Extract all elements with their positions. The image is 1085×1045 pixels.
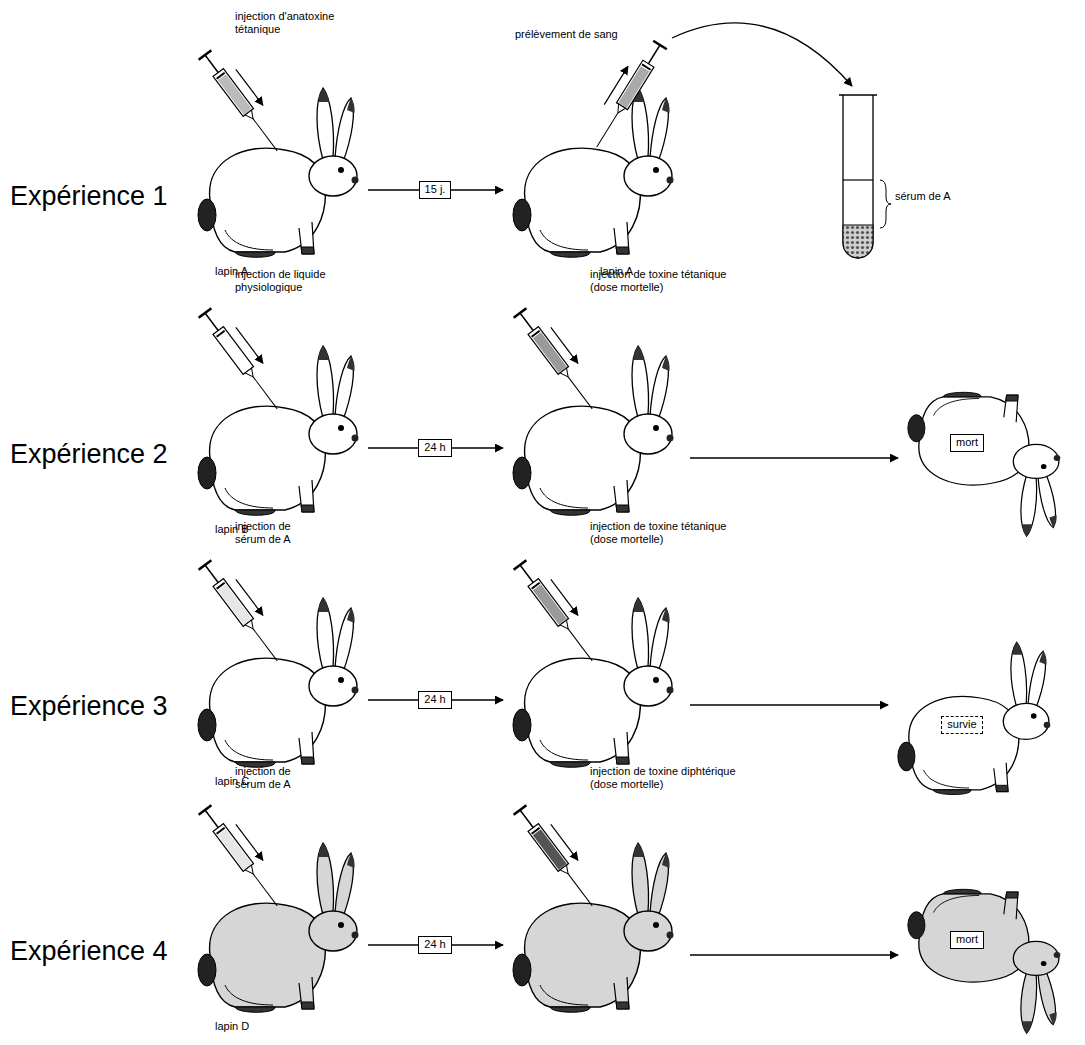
syringe-symbol (199, 555, 290, 665)
rabbit-figure (513, 346, 674, 515)
outcome-box: survie (941, 716, 982, 734)
experiment-title: Expérience 2 (10, 438, 168, 470)
injection-note: injection de toxine tétanique (dose mort… (590, 520, 740, 546)
duration-box: 24 h (418, 691, 451, 709)
duration-box: 24 h (418, 936, 451, 954)
rabbit-label: lapin D (215, 1020, 249, 1033)
outcome-box: mort (950, 931, 984, 949)
rabbit-figure (898, 642, 1050, 794)
result-arrow (690, 954, 898, 955)
dead-rabbit-figure (908, 392, 1060, 536)
injection-note: injection de toxine tétanique (dose mort… (590, 268, 740, 294)
experiment-row (198, 23, 891, 258)
syringe-symbol (199, 45, 290, 155)
tube-label: sérum de A (895, 190, 951, 203)
experiment-title: Expérience 1 (10, 180, 168, 212)
syringe-symbol (514, 555, 605, 665)
rabbit-figure (198, 843, 359, 1012)
rabbit-figure (198, 88, 359, 257)
experiment-row (198, 303, 1060, 536)
injection-note: injection de liquide physiologique (235, 268, 360, 294)
dead-rabbit-figure (908, 889, 1060, 1033)
result-arrow (690, 704, 888, 705)
syringe-symbol (199, 800, 290, 910)
injection-note: injection de toxine diphtérique (dose mo… (590, 765, 740, 791)
box-text: mort (956, 436, 978, 450)
injection-note: injection de sérum de A (235, 765, 315, 791)
injection-note: injection d'anatoxine tétanique (235, 10, 360, 36)
box-text: 15 j. (425, 183, 446, 197)
rabbit-figure (513, 88, 674, 257)
experiment-row (198, 555, 1050, 794)
duration-box: 24 h (418, 439, 451, 457)
outcome-box: mort (950, 434, 984, 452)
box-text: mort (956, 933, 978, 947)
box-text: 24 h (424, 938, 445, 952)
injection-note: injection de sérum de A (235, 520, 315, 546)
transfer-arrow (672, 23, 852, 86)
box-text: survie (947, 718, 976, 732)
syringe-symbol (514, 800, 605, 910)
syringe-symbol (514, 303, 605, 413)
experiment-title: Expérience 3 (10, 690, 168, 722)
rabbit-figure (513, 598, 674, 767)
box-text: 24 h (424, 441, 445, 455)
sampling-note: prélèvement de sang (515, 28, 618, 41)
rabbit-figure (513, 843, 674, 1012)
box-text: 24 h (424, 693, 445, 707)
duration-box: 15 j. (419, 181, 452, 199)
experiment-title: Expérience 4 (10, 935, 168, 967)
test-tube (839, 95, 891, 258)
syringe-symbol (199, 303, 290, 413)
rabbit-figure (198, 598, 359, 767)
syringe-symbol (583, 37, 667, 152)
rabbit-figure (198, 346, 359, 515)
experiment-row (198, 800, 1060, 1033)
result-arrow (690, 457, 898, 458)
